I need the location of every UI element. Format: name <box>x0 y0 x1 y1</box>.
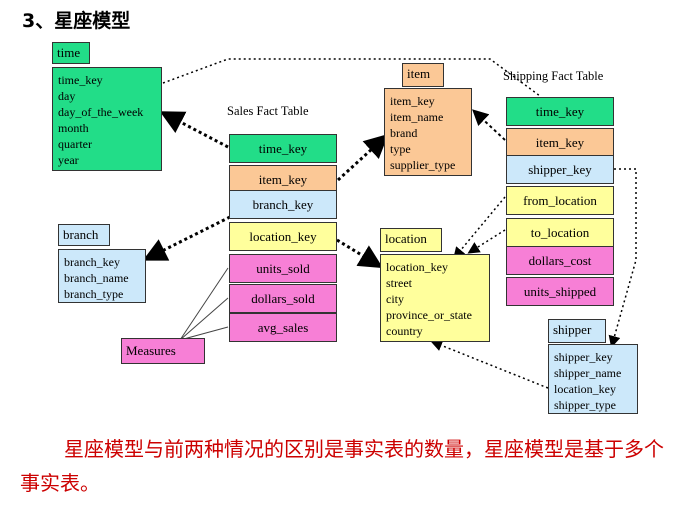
measures-line-3 <box>179 326 229 341</box>
shipping-time-key: time_key <box>506 97 614 126</box>
shipper-field: location_key <box>554 382 616 396</box>
item-table-title: item <box>402 63 444 87</box>
sales-dollars-sold: dollars_sold <box>229 284 337 313</box>
branch-field: branch_key <box>64 255 120 269</box>
shipping-fact-caption: Shipping Fact Table <box>503 69 604 83</box>
shipping-shipper-key: shipper_key <box>506 155 614 184</box>
section-heading: 3、星座模型 <box>22 10 131 32</box>
arrow-shipper-location <box>430 339 549 389</box>
measures-line-2 <box>179 297 229 341</box>
sales-avg-sales: avg_sales <box>229 313 337 342</box>
sales-time-key: time_key <box>229 134 337 163</box>
location-field: province_or_state <box>386 308 472 322</box>
time-field: day_of_the_week <box>58 105 144 119</box>
shipping-dollars-cost: dollars_cost <box>506 246 614 275</box>
branch-field: branch_name <box>64 271 129 285</box>
shipper-table-title: shipper <box>548 319 606 343</box>
arrow-from-location <box>453 196 506 260</box>
shipping-to-location: to_location <box>506 218 614 247</box>
location-field: street <box>386 276 412 290</box>
item-field: item_key <box>390 94 435 108</box>
measures-line-1 <box>179 267 229 341</box>
shipper-table-fields: shipper_key shipper_name location_key sh… <box>548 344 638 414</box>
branch-field: branch_type <box>64 287 124 301</box>
time-field: day <box>58 89 76 103</box>
arrow-to-location <box>467 229 506 254</box>
arrow-shipping-time <box>162 58 541 97</box>
sales-branch-key: branch_key <box>229 190 337 219</box>
arrow-shipping-item <box>472 109 506 141</box>
time-field: quarter <box>58 137 92 151</box>
shipper-field: shipper_type <box>554 398 616 412</box>
shipper-field: shipper_key <box>554 350 613 364</box>
arrow-sales-location <box>336 238 384 269</box>
time-table-title: time <box>52 42 90 64</box>
time-table-fields: time_key day day_of_the_week month quart… <box>52 67 162 171</box>
arrow-sales-item <box>336 133 389 182</box>
time-field: year <box>58 153 79 167</box>
time-field: month <box>58 121 89 135</box>
location-table-fields: location_key street city province_or_sta… <box>380 254 490 342</box>
item-field: supplier_type <box>390 158 456 172</box>
item-field: type <box>390 142 411 156</box>
item-field: item_name <box>390 110 444 124</box>
sales-units-sold: units_sold <box>229 254 337 283</box>
description-paragraph: 星座模型与前两种情况的区别是事实表的数量，星座模型是基于多个事实表。 <box>20 437 664 495</box>
measures-label: Measures <box>121 338 205 364</box>
arrow-shipper <box>608 168 637 348</box>
item-table-fields: item_key item_name brand type supplier_t… <box>384 88 472 176</box>
sales-fact-caption: Sales Fact Table <box>227 104 309 118</box>
branch-table-title: branch <box>58 224 110 246</box>
item-field: brand <box>390 126 418 140</box>
sales-location-key: location_key <box>229 222 337 251</box>
location-table-title: location <box>380 228 442 252</box>
location-field: city <box>386 292 404 306</box>
location-field: country <box>386 324 423 338</box>
shipping-item-key: item_key <box>506 128 614 157</box>
shipping-units-shipped: units_shipped <box>506 277 614 306</box>
shipper-field: shipper_name <box>554 366 622 380</box>
arrow-sales-time <box>159 111 229 149</box>
shipping-from-location: from_location <box>506 186 614 215</box>
arrow-sales-branch <box>142 215 231 261</box>
branch-table-fields: branch_key branch_name branch_type <box>58 249 146 303</box>
location-field: location_key <box>386 260 448 274</box>
time-field: time_key <box>58 73 103 87</box>
